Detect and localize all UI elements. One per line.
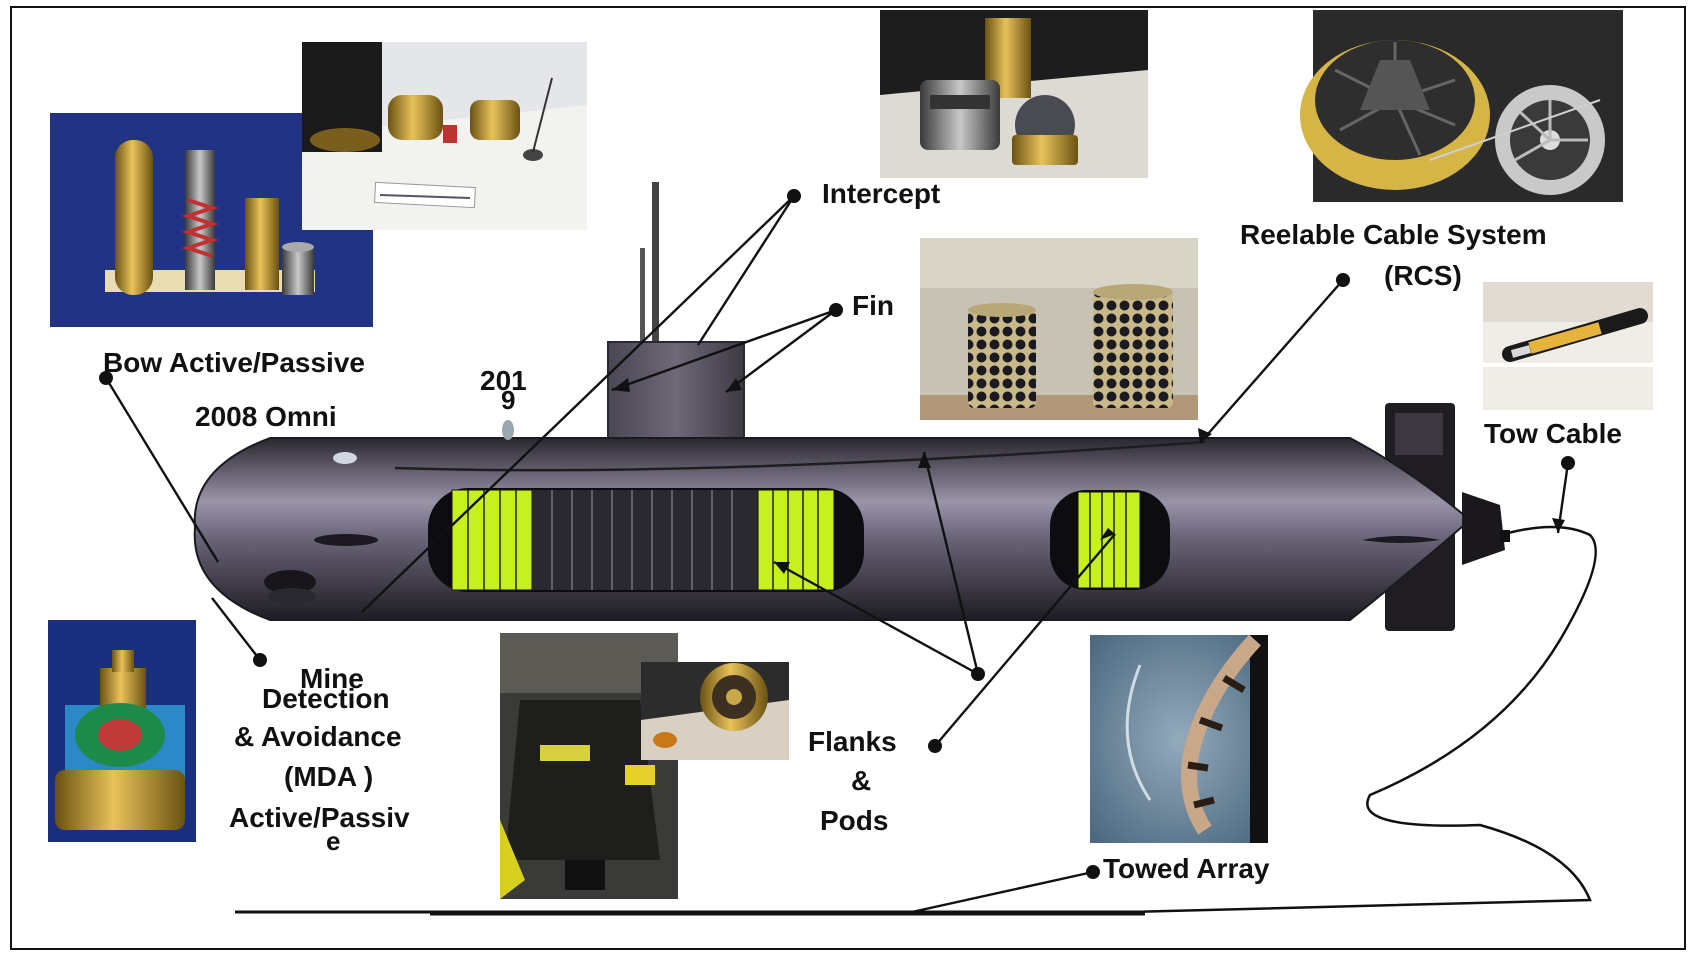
- flank-array-photo: [920, 238, 1198, 420]
- label-avoidance: & Avoidance: [234, 721, 402, 752]
- stern-fairing: [1362, 536, 1440, 543]
- label-active-passiv: Active/Passiv: [229, 802, 410, 833]
- towed-array-photo: [1090, 634, 1268, 843]
- label-num-9: 9: [501, 385, 515, 415]
- omni-sensor: [502, 420, 514, 440]
- pods-detail-photo: [641, 662, 789, 760]
- rcs-photo: [1300, 10, 1623, 202]
- tow-cable-line: [1060, 525, 1597, 914]
- tow-cable-photo: [1483, 282, 1653, 410]
- label-fin: Fin: [852, 290, 894, 321]
- intercept-photo: [880, 10, 1148, 178]
- label-amp: &: [851, 765, 871, 796]
- label-flanks: Flanks: [808, 726, 897, 757]
- label-mda: (MDA ): [284, 761, 373, 792]
- flank-panel-mid: [532, 490, 758, 590]
- label-rcs-line2: (RCS): [1384, 260, 1462, 291]
- label-detection: Detection: [262, 683, 390, 714]
- leader-dots: [99, 189, 1575, 879]
- label-bow: Bow Active/Passive: [103, 347, 365, 378]
- mast-tall: [652, 182, 659, 342]
- submarine: [193, 182, 1510, 631]
- label-intercept: Intercept: [822, 178, 940, 209]
- mast-short: [640, 248, 645, 344]
- arrow-heads: [612, 378, 1565, 574]
- label-tow-cable: Tow Cable: [1484, 418, 1622, 449]
- label-towed-array: Towed Array: [1103, 853, 1270, 884]
- label-num-201: 201: [480, 365, 527, 396]
- label-pods: Pods: [820, 805, 888, 836]
- bow-window: [333, 452, 357, 464]
- flank-panel-fore: [451, 489, 533, 591]
- propeller: [1462, 492, 1505, 565]
- label-mine: Mine: [300, 663, 364, 694]
- mda-photo: [48, 620, 196, 842]
- leader-lines: [104, 195, 1570, 914]
- bow-components-photo: [302, 42, 587, 230]
- label-omni: 2008 Omni: [195, 401, 337, 432]
- label-rcs-line1: Reelable Cable System: [1240, 219, 1547, 250]
- label-e: e: [326, 826, 340, 856]
- sail: [607, 341, 745, 443]
